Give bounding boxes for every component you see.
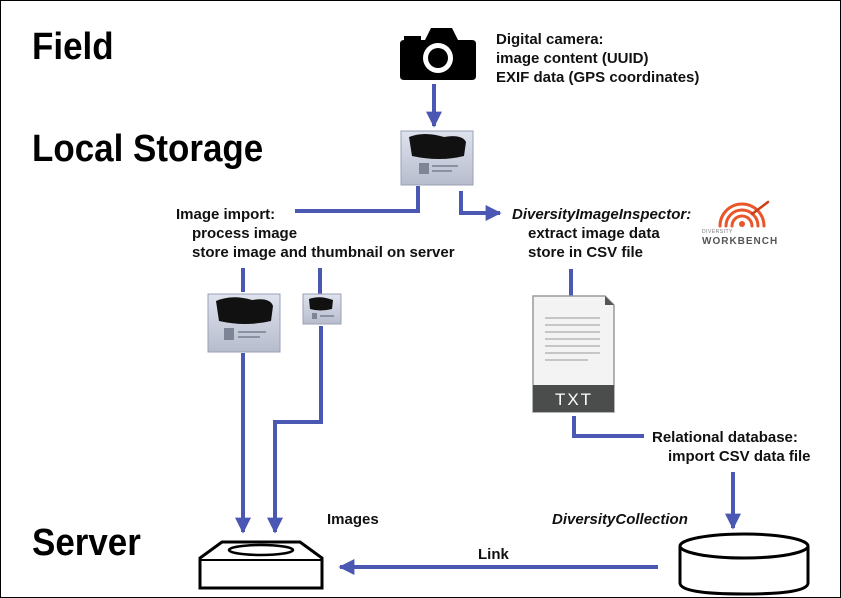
storage-to-inspector-arrow	[459, 191, 502, 221]
storage-to-import-line	[295, 186, 420, 213]
link-label: Link	[478, 546, 509, 563]
inspector-line-extract: extract image data	[528, 225, 660, 242]
relational-db-label: Relational database: import CSV data fil…	[652, 428, 811, 466]
camera-line-exif: EXIF data (GPS coordinates)	[496, 69, 700, 86]
txt-file-icon	[532, 295, 615, 413]
collection-database-icon	[678, 532, 810, 596]
section-field: Field	[32, 26, 114, 68]
txt-file-label: TXT	[554, 390, 594, 409]
logo-word-small: DIVERSITY	[702, 229, 733, 235]
section-server: Server	[32, 522, 141, 564]
relational-db-title: Relational database:	[652, 429, 798, 446]
thumbnail-icon	[302, 293, 342, 325]
image-import-label: Image import: process image store image …	[176, 205, 455, 262]
thumb-to-server-arrow	[267, 326, 323, 534]
camera-icon	[400, 28, 476, 80]
section-local-storage: Local Storage	[32, 128, 264, 170]
image-import-line-process: process image	[192, 225, 298, 242]
connectors	[235, 84, 741, 575]
image-import-line-store: store image and thumbnail on server	[192, 244, 455, 261]
image-icon	[207, 293, 281, 353]
txt-to-database-line	[572, 416, 644, 438]
camera-label: Digital camera: image content (UUID) EXI…	[496, 30, 699, 87]
relational-db-line-import: import CSV data file	[668, 448, 811, 465]
image-import-title: Image import:	[176, 206, 276, 223]
inspector-title: DiversityImageInspector:	[512, 206, 692, 223]
logo-word: WORKBENCH	[702, 236, 779, 247]
images-server-icon	[198, 540, 324, 590]
inspector-line-store: store in CSV file	[528, 244, 644, 261]
inspector-label: DiversityImageInspector: extract image d…	[512, 205, 691, 262]
photo-icon	[400, 130, 474, 186]
camera-title: Digital camera:	[496, 31, 604, 48]
camera-line-uuid: image content (UUID)	[496, 50, 649, 67]
collection-label: DiversityCollection	[552, 511, 688, 528]
images-label: Images	[327, 511, 379, 528]
workbench-logo	[718, 200, 770, 228]
